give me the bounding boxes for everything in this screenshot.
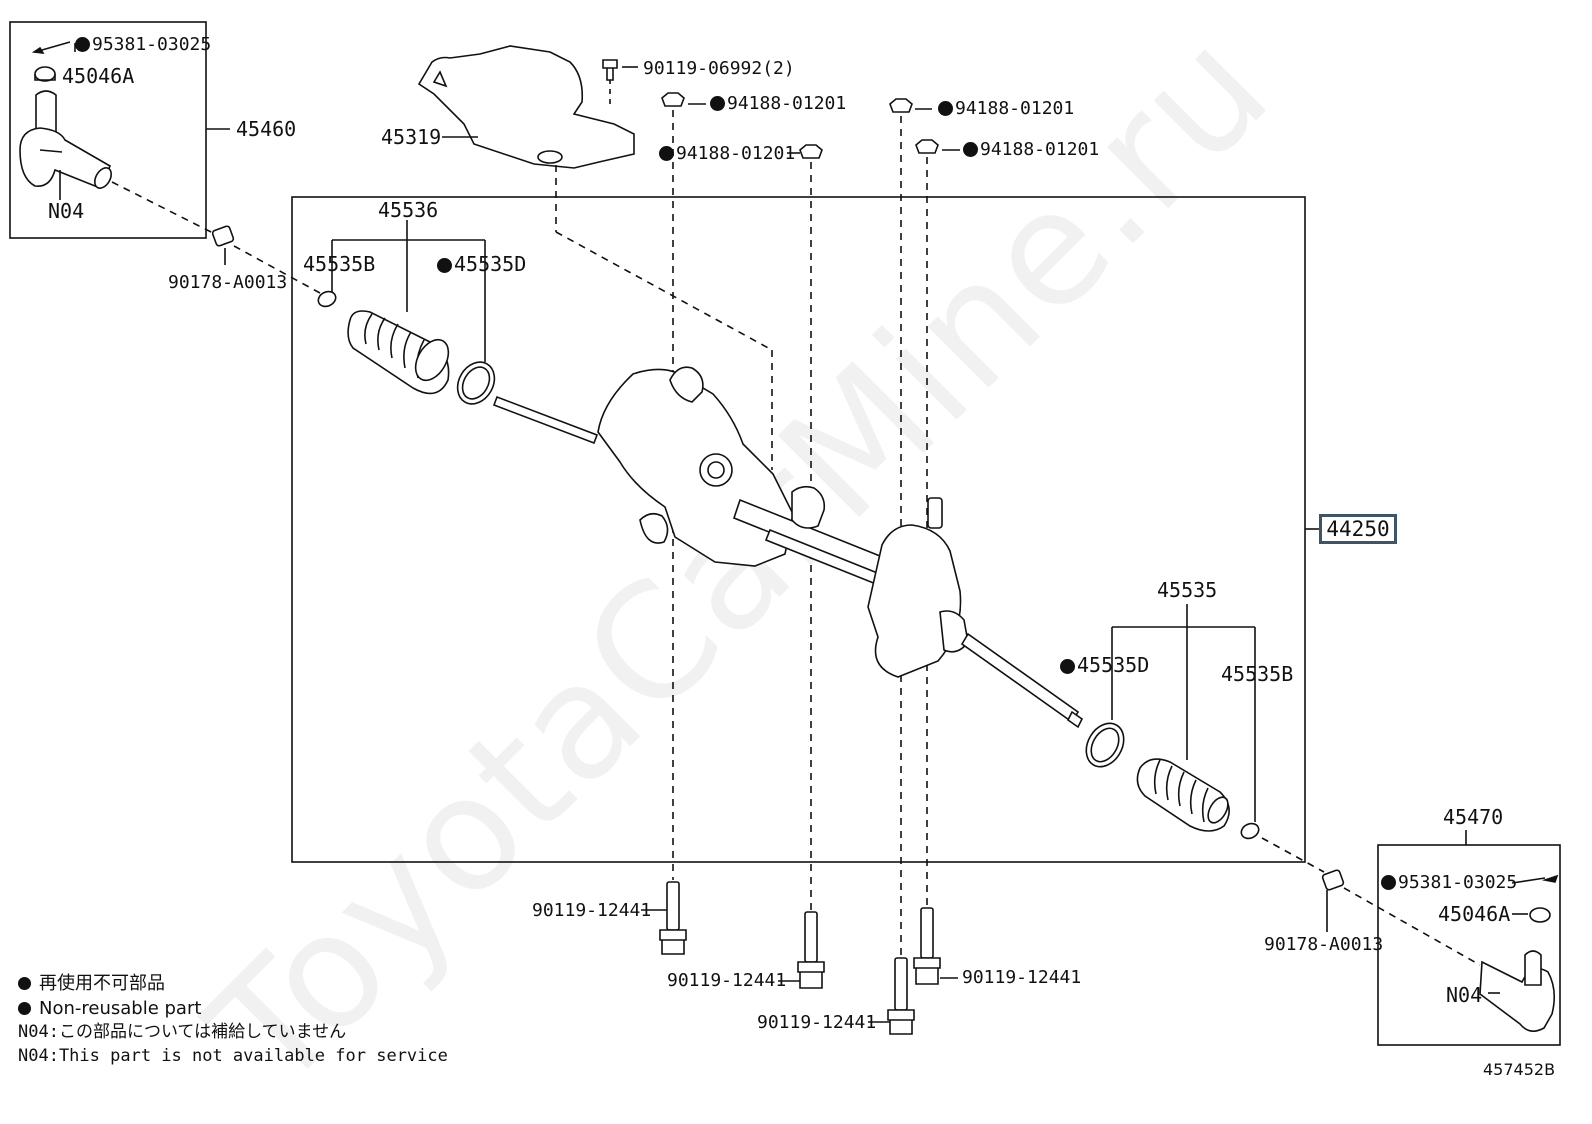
label-90119-06992: 90119-06992(2)	[643, 58, 795, 79]
label-45535b-left: 45535B	[303, 252, 376, 276]
bolt-bottom-d	[913, 907, 941, 985]
nut-94188-a	[661, 92, 685, 107]
label-95381-right: 95381-03025	[1381, 874, 1517, 892]
clip-left	[317, 290, 337, 308]
bolt-bottom-c	[887, 957, 915, 1035]
nut-94188-c	[889, 98, 913, 113]
band-right	[1085, 722, 1125, 768]
nonreusable-dot	[75, 37, 90, 52]
legend-nonreusable-en: Non-reusable part	[18, 1000, 201, 1018]
legend-n04-en: N04:This part is not available for servi…	[18, 1046, 448, 1066]
tie-rod-end-right-part	[1479, 874, 1559, 1032]
nonreusable-dot	[437, 258, 452, 273]
label-45460: 45460	[236, 117, 297, 141]
steering-gear-assembly	[492, 366, 1084, 729]
nonreusable-dot	[1381, 875, 1396, 890]
label-95381-left: 95381-03025	[75, 36, 211, 54]
clip-right	[1240, 822, 1260, 840]
legend-nonreusable-jp: 再使用不可部品	[18, 975, 165, 993]
tie-rod-end-left-part	[19, 41, 112, 200]
tie-rod-end-left-frame	[9, 21, 207, 239]
figure-id: 457452B	[1483, 1060, 1556, 1079]
nut-94188-b	[799, 144, 823, 159]
label-n04-right: N04	[1446, 983, 1483, 1007]
label-94188-b: 94188-01201	[659, 145, 795, 163]
bolt-90119-06992	[602, 59, 618, 81]
bolt-bottom-b	[797, 911, 825, 989]
rack-boot-left	[347, 310, 450, 395]
nut-right	[1321, 869, 1345, 891]
label-90178-left: 90178-A0013	[168, 272, 288, 293]
label-94188-d: 94188-01201	[963, 141, 1099, 159]
label-90119-12441-c: 90119-12441	[962, 967, 1082, 988]
label-45535d-right: 45535D	[1060, 655, 1149, 675]
dust-cover	[417, 45, 635, 169]
label-90178-right: 90178-A0013	[1264, 934, 1384, 955]
nonreusable-dot	[18, 977, 31, 990]
label-45535d-left: 45535D	[437, 254, 526, 274]
nut-left	[211, 225, 235, 247]
nonreusable-dot	[710, 96, 725, 111]
label-45535: 45535	[1157, 578, 1218, 602]
label-45536: 45536	[378, 198, 439, 222]
label-90119-12441-a: 90119-12441	[532, 900, 652, 921]
label-45470: 45470	[1443, 805, 1504, 829]
nonreusable-dot	[659, 146, 674, 161]
label-45046a-left: 45046A	[62, 64, 135, 88]
label-94188-a: 94188-01201	[710, 95, 846, 113]
rack-boot-right	[1136, 758, 1230, 832]
band-left	[456, 361, 496, 405]
label-44250: 44250	[1319, 514, 1397, 544]
label-45319: 45319	[381, 125, 442, 149]
label-45535b-right: 45535B	[1221, 662, 1294, 686]
nonreusable-dot	[1060, 659, 1075, 674]
parts-diagram	[9, 21, 1561, 1046]
label-45046a-right: 45046A	[1438, 902, 1511, 926]
label-90119-12441-b: 90119-12441	[667, 970, 787, 991]
legend-n04-jp: N04:この部品については補給していません	[18, 1022, 347, 1042]
nonreusable-dot	[18, 1002, 31, 1015]
label-n04-left: N04	[48, 199, 85, 223]
nut-94188-d	[915, 139, 939, 154]
bolt-bottom-a	[659, 881, 687, 955]
tie-rod-end-right-frame	[1377, 844, 1561, 1046]
label-90119-12441-d: 90119-12441	[757, 1012, 877, 1033]
nonreusable-dot	[938, 101, 953, 116]
nonreusable-dot	[963, 142, 978, 157]
label-94188-c: 94188-01201	[938, 100, 1074, 118]
